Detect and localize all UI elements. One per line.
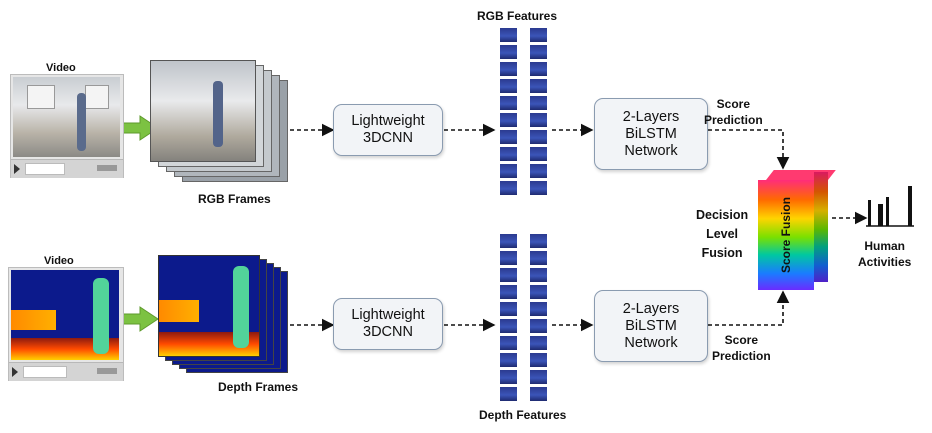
- rgb-score-prediction-label: Score Prediction: [704, 96, 763, 128]
- rgb-lstm-line2: BiLSTM: [625, 125, 677, 142]
- depth-frames-label: Depth Frames: [218, 380, 299, 394]
- arrow-rgblstm-to-fusion: [708, 129, 790, 170]
- decision-line1: Decision: [696, 208, 749, 222]
- rgb-lstm-line3: Network: [624, 142, 678, 159]
- volume-icon[interactable]: [97, 165, 117, 171]
- rgb-front-frame: [150, 60, 256, 162]
- depth-cnn-box: Lightweight 3DCNN: [333, 298, 443, 350]
- depth-feature-column-2: [530, 234, 547, 402]
- volume-icon[interactable]: [97, 368, 117, 374]
- rgb-cnn-line1: Lightweight: [351, 113, 425, 129]
- rgb-score-line2: Prediction: [704, 113, 763, 127]
- depth-score-line2: Prediction: [712, 349, 771, 363]
- rgb-video-label: Video: [46, 62, 76, 74]
- rgb-cnn-line2: 3DCNN: [363, 130, 413, 146]
- rgb-video-frame: [13, 77, 120, 157]
- decision-level-fusion-label: Decision Level Fusion: [696, 206, 748, 263]
- human-activities-label: Human Activities: [858, 238, 911, 270]
- person-figure: [93, 278, 109, 354]
- output-line2: Activities: [858, 255, 912, 269]
- depth-video-player[interactable]: [8, 267, 124, 381]
- person-figure: [77, 93, 86, 151]
- depth-video-frame: [11, 270, 119, 360]
- depth-player-controls[interactable]: [9, 362, 123, 381]
- play-icon[interactable]: [14, 164, 20, 174]
- score-fusion-block: Score Fusion: [758, 170, 836, 292]
- activity-bars-icon: [866, 186, 914, 227]
- depth-feature-column-1: [500, 234, 517, 402]
- decision-line3: Fusion: [701, 246, 743, 260]
- rgb-lstm-box: 2-Layers BiLSTM Network: [594, 98, 708, 170]
- depth-front-frame: [158, 255, 260, 357]
- seek-bar[interactable]: [25, 163, 65, 175]
- depth-lstm-line1: 2-Layers: [622, 300, 680, 317]
- depth-features-label: Depth Features: [479, 408, 567, 422]
- rgb-features-label: RGB Features: [477, 9, 558, 23]
- depth-score-line1: Score: [724, 333, 759, 347]
- output-line1: Human: [864, 239, 906, 253]
- rgb-score-line1: Score: [716, 97, 751, 111]
- rgb-feature-column-2: [530, 28, 547, 198]
- arrow-depthlstm-to-fusion: [708, 290, 790, 326]
- rgb-video-player[interactable]: [10, 74, 124, 178]
- depth-video-label: Video: [44, 255, 74, 267]
- depth-lstm-line3: Network: [624, 334, 678, 351]
- rgb-lstm-line1: 2-Layers: [622, 108, 680, 125]
- seek-bar[interactable]: [23, 366, 67, 378]
- depth-cnn-line2: 3DCNN: [363, 324, 413, 340]
- rgb-frames-label: RGB Frames: [198, 192, 271, 206]
- green-arrow-depth: [119, 306, 159, 332]
- rgb-player-controls[interactable]: [11, 159, 123, 178]
- score-fusion-label: Score Fusion: [779, 197, 793, 274]
- rgb-frames-stack: [150, 60, 295, 190]
- depth-frames-stack: [158, 255, 293, 380]
- depth-cnn-line1: Lightweight: [351, 307, 425, 323]
- person-figure: [213, 81, 223, 147]
- decision-line2: Level: [706, 227, 739, 241]
- play-icon[interactable]: [12, 367, 18, 377]
- rgb-feature-column-1: [500, 28, 517, 198]
- rgb-cnn-box: Lightweight 3DCNN: [333, 104, 443, 156]
- score-fusion-side-face: [814, 172, 828, 282]
- depth-lstm-box: 2-Layers BiLSTM Network: [594, 290, 708, 362]
- person-figure: [233, 266, 249, 348]
- depth-score-prediction-label: Score Prediction: [712, 332, 771, 364]
- depth-lstm-line2: BiLSTM: [625, 317, 677, 334]
- score-fusion-front-face: [758, 180, 814, 290]
